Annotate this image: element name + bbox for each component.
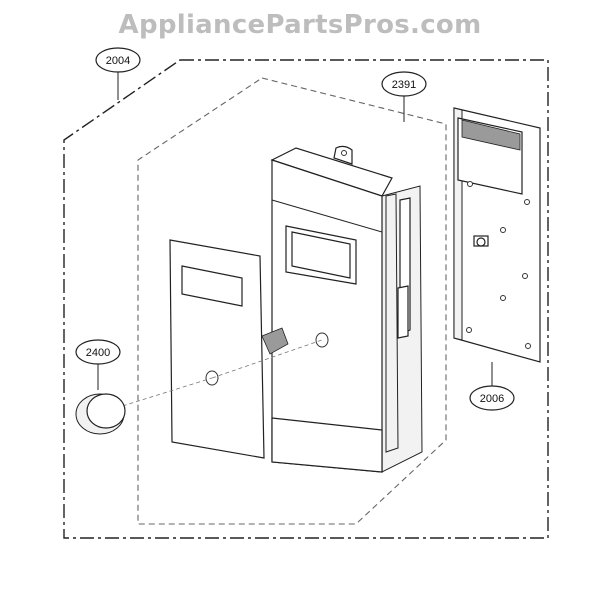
callout-bubble-2400 bbox=[75, 339, 121, 365]
callout-label-2006: 2006 bbox=[480, 393, 504, 405]
front-panel bbox=[169, 239, 265, 459]
inner-assembly-boundary bbox=[137, 77, 447, 525]
callout-bubble-2004 bbox=[95, 47, 141, 73]
callout-bubble-2006 bbox=[469, 385, 515, 411]
flex-cable bbox=[261, 327, 289, 355]
outer-assembly-boundary bbox=[63, 59, 549, 539]
callout-label-2004: 2004 bbox=[106, 55, 130, 67]
control-housing bbox=[270, 145, 423, 473]
callout-label-2400: 2400 bbox=[86, 347, 110, 359]
watermark-text: AppliancePartsPros.com bbox=[118, 10, 482, 40]
callout-label-2391: 2391 bbox=[392, 79, 416, 91]
knob bbox=[75, 393, 126, 435]
pcb-panel bbox=[453, 107, 541, 363]
shaft-alignment-line bbox=[211, 339, 323, 379]
knob-alignment-line bbox=[115, 377, 213, 409]
callout-bubble-2391 bbox=[381, 71, 427, 97]
